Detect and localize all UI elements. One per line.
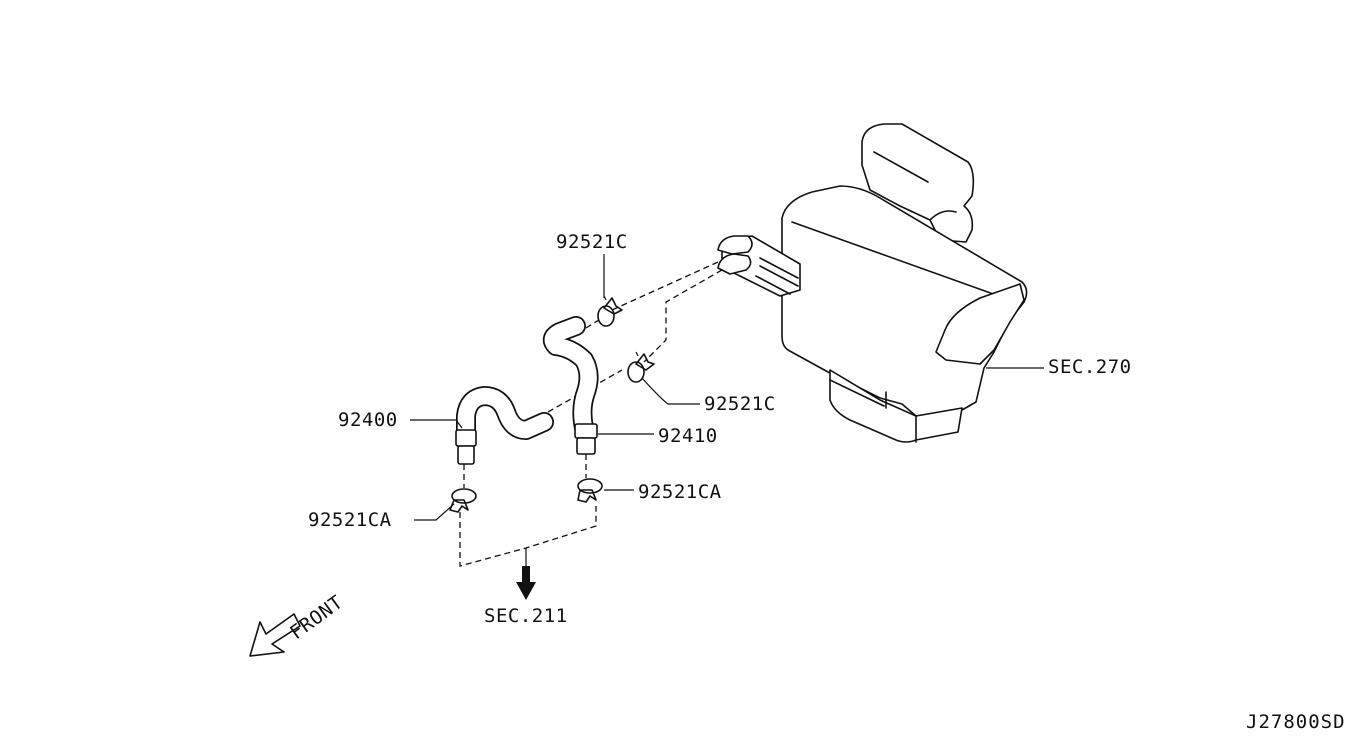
clamp-92521c-mid <box>627 351 655 383</box>
diagram-code: J27800SD <box>1246 711 1346 733</box>
front-arrow-icon <box>249 613 301 657</box>
heater-unit <box>717 123 1028 443</box>
hose-92400 <box>455 386 554 465</box>
leader-lines <box>410 254 1044 566</box>
sec-211-arrow-icon <box>516 566 536 600</box>
clamp-92521c-top <box>597 295 623 327</box>
label-92521c-mid: 92521C <box>704 393 776 415</box>
label-92521c-top: 92521C <box>556 231 628 253</box>
label-92521ca-right: 92521CA <box>638 481 722 503</box>
label-sec-270: SEC.270 <box>1048 356 1132 378</box>
label-92521ca-left: 92521CA <box>308 509 392 531</box>
clamp-92521ca-right <box>577 478 603 503</box>
hose-92410 <box>542 316 599 455</box>
label-sec-211: SEC.211 <box>484 605 568 627</box>
label-92400: 92400 <box>338 409 398 431</box>
label-92410: 92410 <box>658 425 718 447</box>
clamp-92521ca-left <box>449 488 477 513</box>
